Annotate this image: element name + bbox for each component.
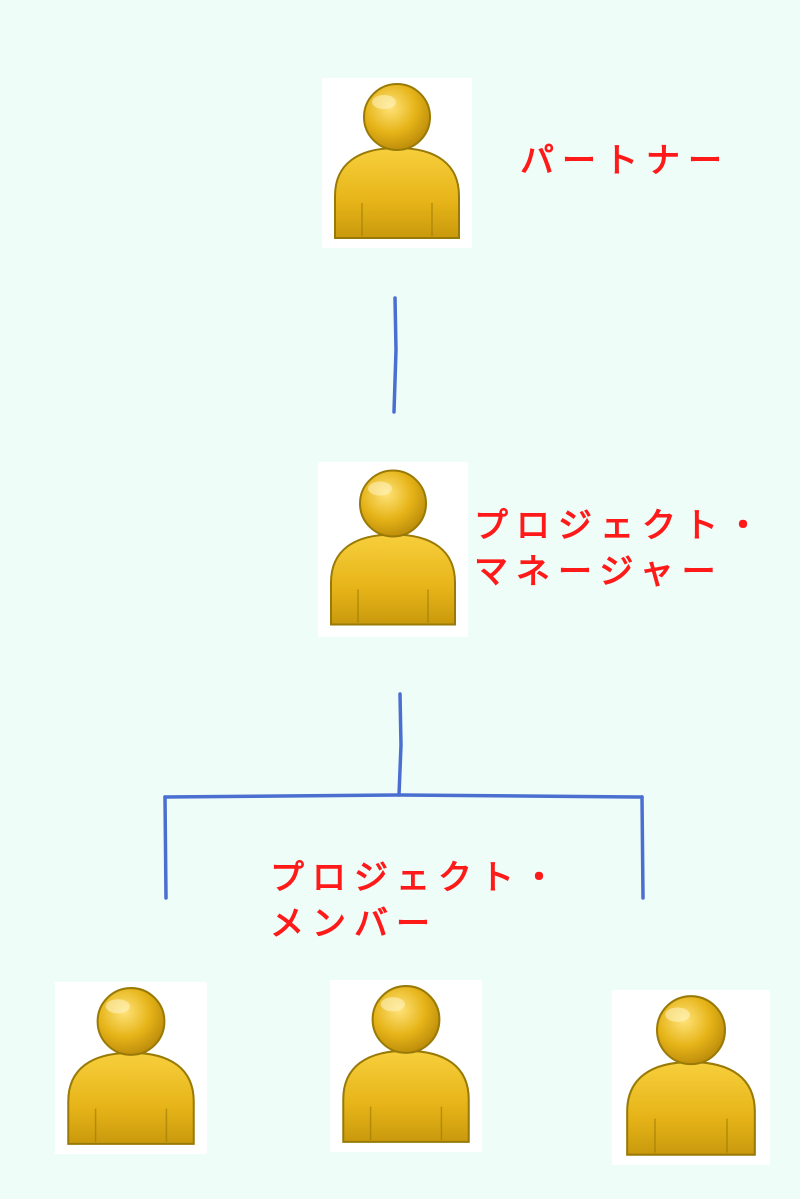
project-manager-node [318, 462, 468, 637]
project-members-label: プロジェクト・ メンバー [270, 858, 564, 944]
partner-label: パートナー [520, 141, 730, 181]
person-icon [330, 469, 456, 626]
partner-node [322, 78, 472, 248]
person-icon [67, 987, 195, 1145]
connector-members-bar [163, 793, 644, 799]
connector-member-right [640, 795, 645, 900]
connector-manager-to-members [397, 692, 403, 797]
project-member-node-1 [55, 982, 207, 1154]
project-member-node-3 [612, 990, 770, 1165]
connector-member-left [163, 795, 168, 900]
person-icon [626, 995, 756, 1156]
person-icon [334, 83, 460, 239]
connector-partner-to-manager [392, 296, 398, 414]
person-icon [342, 985, 470, 1143]
project-member-node-2 [330, 980, 482, 1152]
project-manager-label: プロジェクト・ マネージャー [474, 506, 768, 592]
